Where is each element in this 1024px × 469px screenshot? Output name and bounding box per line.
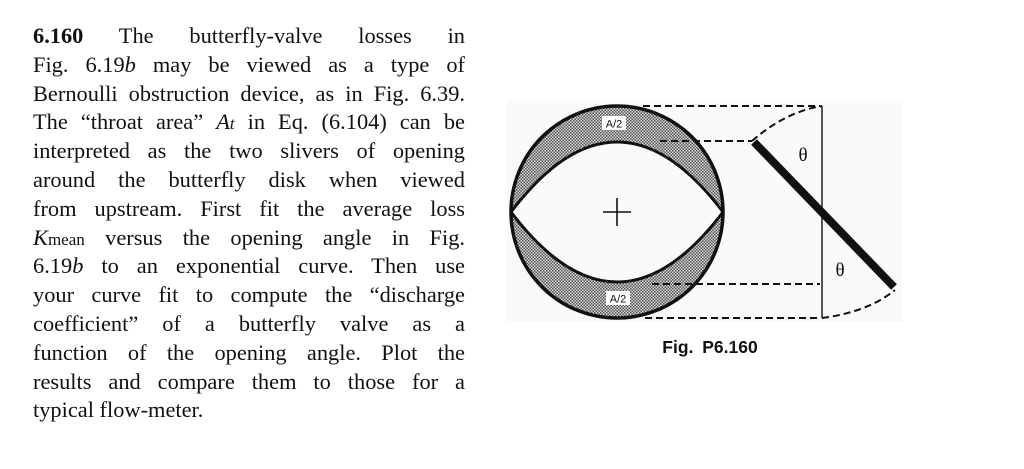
sliver-label-top: A/2 (606, 119, 623, 131)
problem-line-12: function of the opening angle. Plot the (33, 339, 465, 365)
problem-line-9: 6.19b to an exponential curve. Then use (33, 253, 465, 279)
throat-area-symbol: A (216, 109, 230, 135)
sliver-label-bottom: A/2 (610, 294, 627, 306)
problem-line-2: Fig. 6.19b may be viewed as a type of (33, 51, 465, 77)
problem-line-13: results and compare them to those for a (33, 368, 465, 394)
angle-label-top: θ (798, 145, 807, 166)
angle-label-bottom: θ (835, 260, 844, 281)
problem-line-10: your curve fit to compute the “discharge (33, 282, 465, 308)
figure-caption: Fig. P6.160 (662, 337, 758, 357)
problem-line-3: Bernoulli obstruction device, as in Fig.… (33, 80, 465, 106)
butterfly-valve-figure: A/2 A/2 θ θ (505, 98, 905, 324)
problem-line-7: from upstream. First fit the average los… (33, 195, 465, 221)
disk-outline-lower (509, 211, 725, 284)
problem-line-5: interpreted as the two slivers of openin… (33, 138, 465, 164)
problem-line-6: around the butterfly disk when viewed (33, 166, 465, 192)
butterfly-plate (751, 139, 897, 290)
problem-line-8: Kmean versus the opening angle in Fig. (33, 224, 465, 250)
projection-lines (643, 105, 896, 319)
upper-sliver-area (511, 106, 723, 212)
center-cross-icon (603, 198, 631, 226)
problem-number: 6.160 (33, 23, 84, 48)
sliver-label-bottom-bg (606, 291, 630, 305)
k-mean-symbol: K (33, 224, 48, 250)
problem-line-4: The “throat area” At in Eq. (6.104) can … (33, 109, 465, 135)
problem-line-1: 6.160 The butterfly-valve losses in (33, 23, 465, 48)
problem-line-11: coefficient” of a butterfly valve as a (33, 310, 465, 336)
problem-line-14: typical flow-meter. (33, 397, 204, 423)
sliver-label-top-bg (602, 116, 626, 130)
disk-outline-upper (509, 140, 725, 213)
lower-sliver-area (511, 212, 723, 318)
problem-statement: 6.160 The butterfly-valve losses in Fig.… (33, 22, 465, 425)
